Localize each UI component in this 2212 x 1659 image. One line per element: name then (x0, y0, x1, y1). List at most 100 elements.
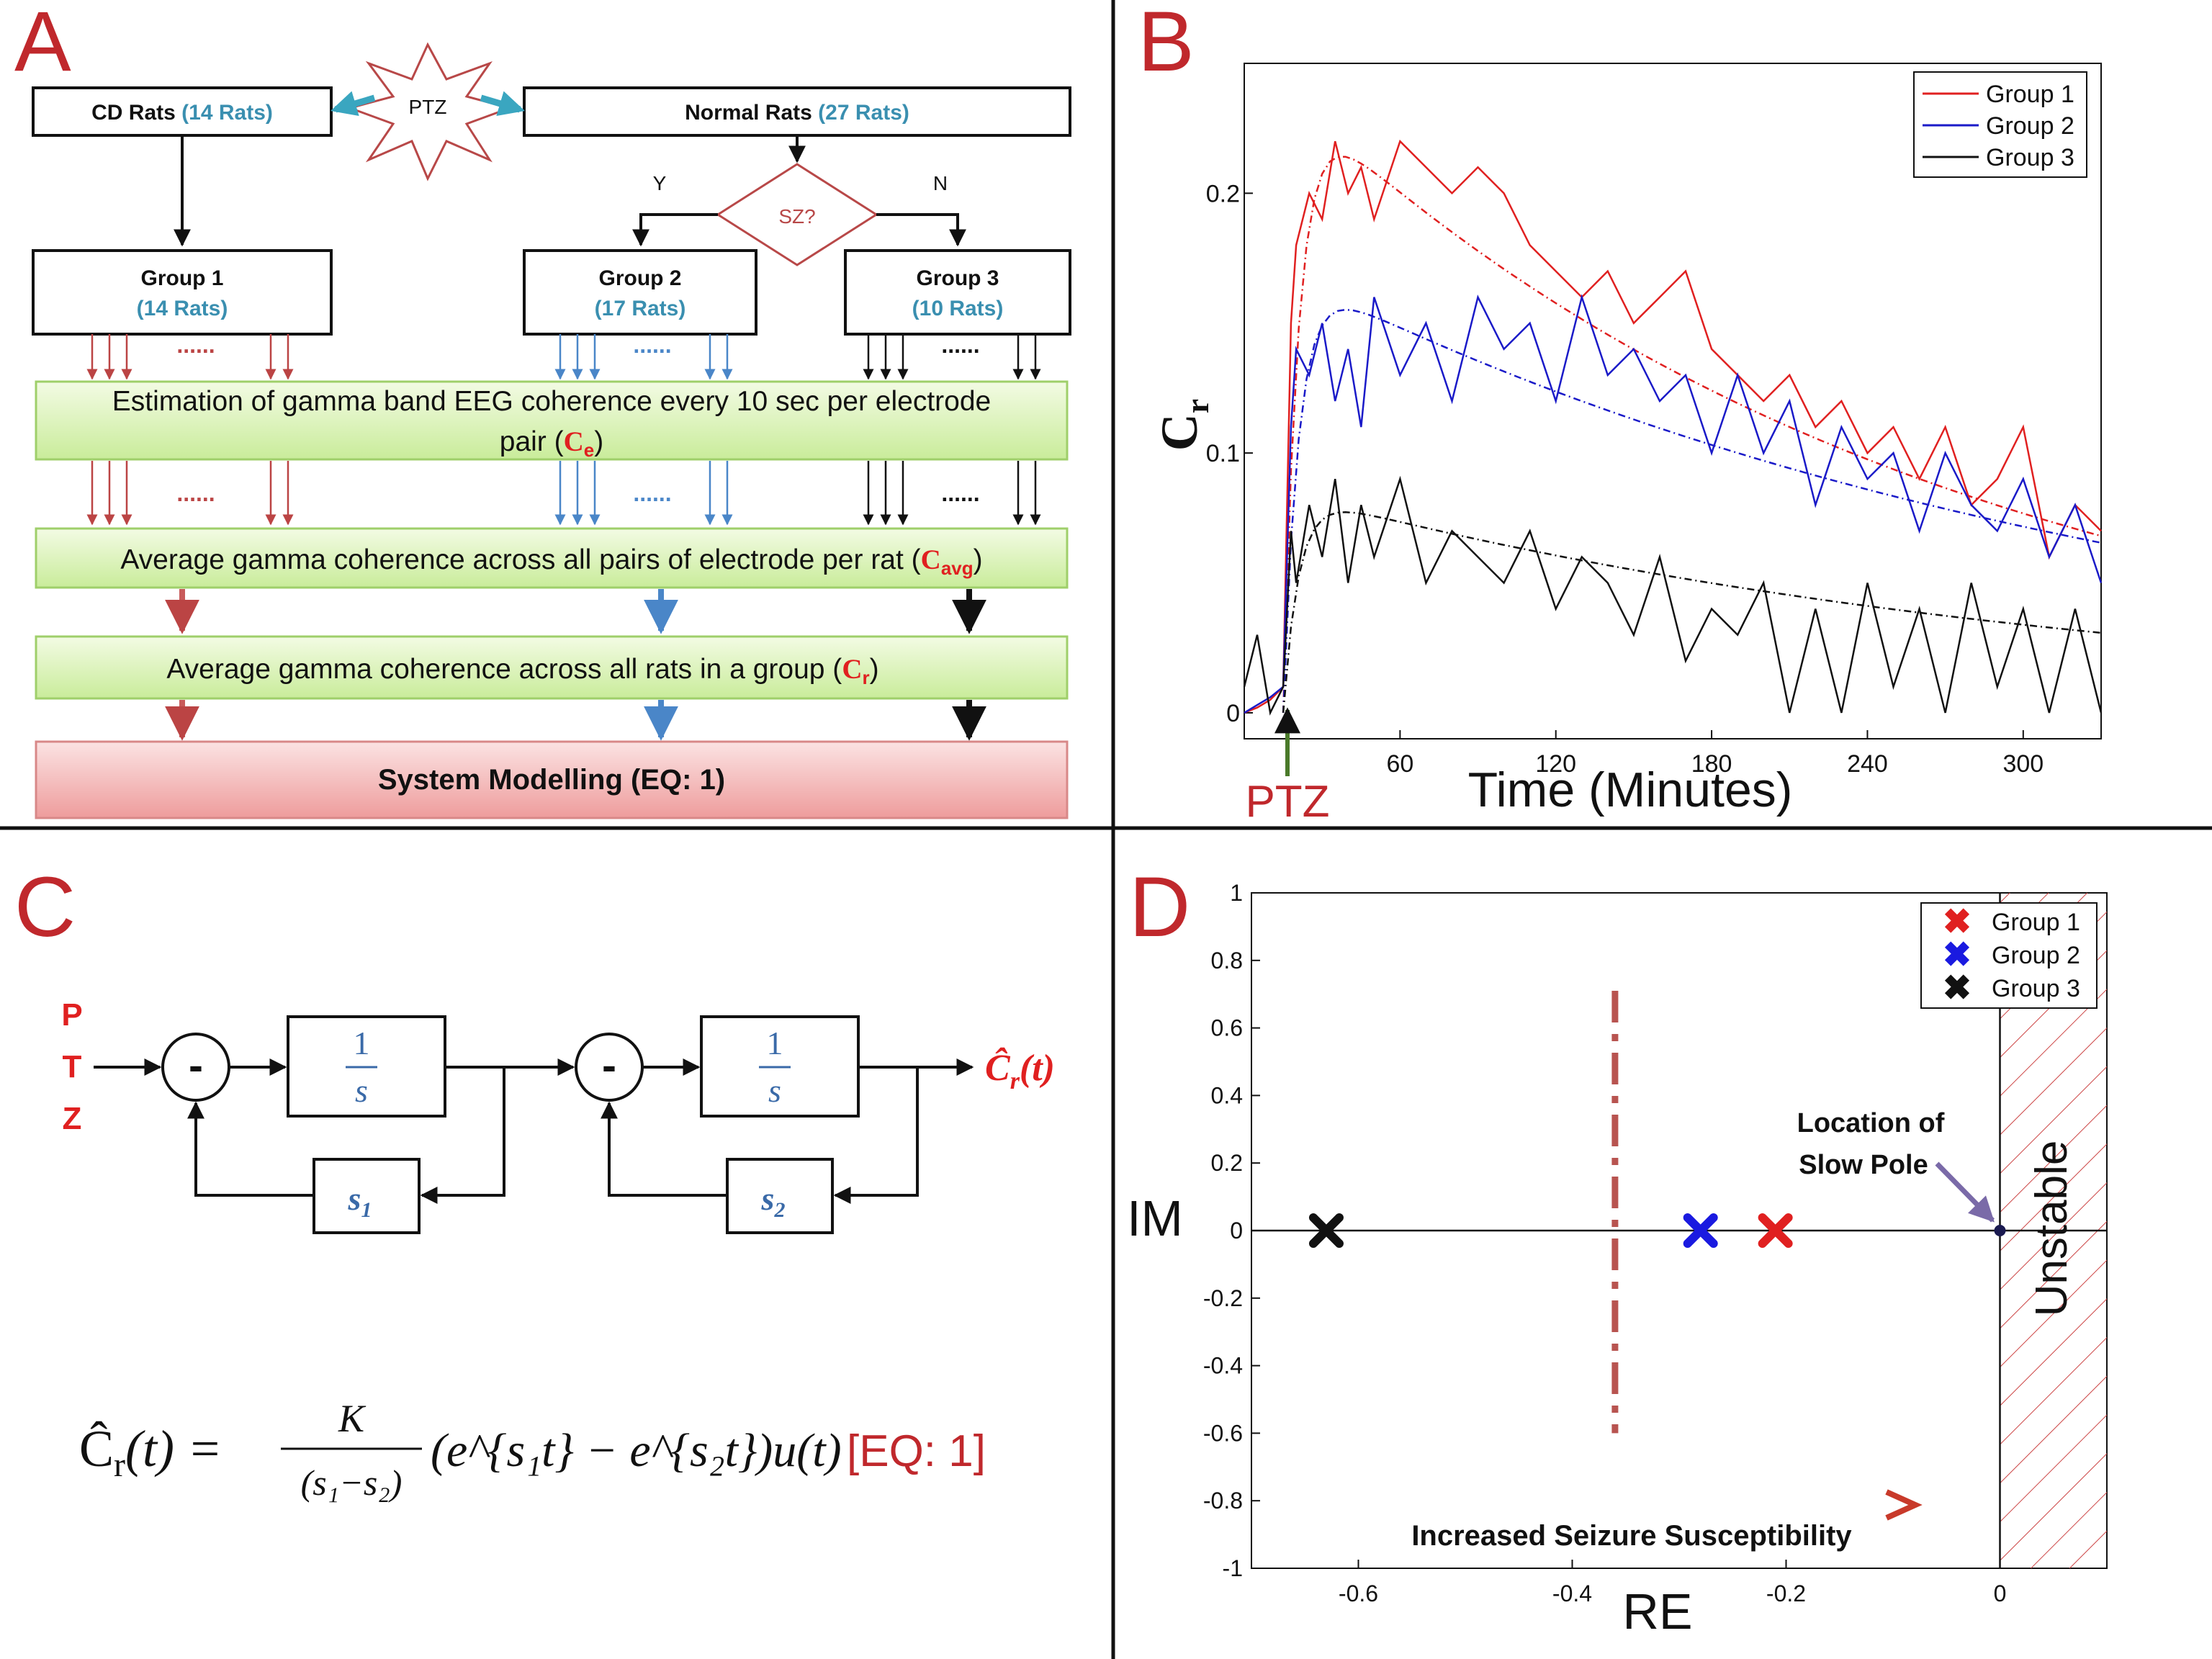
gain-s1-box (313, 1158, 421, 1234)
panel-a-label: A (14, 0, 71, 89)
integrator-2-num: 1 (767, 1025, 783, 1061)
chart-d-legend: ✖ Group 1 ✖ Group 2 ✖ Group 3 (1920, 902, 2098, 1009)
cd-rats-label: CD Rats (14 Rats) (91, 101, 273, 125)
feedback-2-return (601, 1101, 727, 1197)
legend-d-group3-marker: ✖ (1943, 969, 1972, 1007)
chart-b-ytick-label: 0 (1226, 700, 1240, 727)
group1-count: (14 Rats) (137, 297, 228, 320)
step2-box (35, 527, 1069, 589)
chart-d-ytick-label: 0.6 (1211, 1015, 1243, 1041)
group1-title: Group 1 (140, 266, 223, 290)
group2-box (523, 249, 757, 336)
chart-b-ptz-label: PTZ (1245, 777, 1329, 827)
feedback-2 (833, 1067, 919, 1204)
chart-d-ytick-label: 1 (1230, 880, 1243, 906)
chart-b-xtick-label: 240 (1847, 750, 1888, 778)
chart-d-ytick-label: -0.6 (1203, 1420, 1243, 1446)
input-letter-z: Z (63, 1101, 82, 1136)
summing-minus-2: - (602, 1041, 616, 1089)
chart-d-xtick-label: -0.4 (1552, 1581, 1592, 1606)
group3-title: Group 3 (916, 266, 999, 290)
dots-red-1: ...... (176, 332, 215, 358)
chart-d-ytick-label: -0.2 (1203, 1285, 1243, 1311)
chart-d-xtick-label: 0 (1994, 1581, 2007, 1606)
chart-b-xtick-label: 60 (1386, 750, 1413, 778)
arrow-bundle-row1 (86, 334, 1041, 380)
dots-black-1: ...... (941, 332, 979, 358)
susceptibility-arrowhead (1885, 1489, 1923, 1521)
slow-pole-label-2: Slow Pole (1799, 1150, 1928, 1180)
step3-box (35, 635, 1069, 700)
chart-d-xlabel: RE (1622, 1583, 1692, 1640)
chart-b-series-1 (1244, 139, 2102, 714)
sz-decision (716, 163, 878, 266)
legend-d-group2-marker: ✖ (1943, 936, 1972, 974)
no-label: N (933, 172, 948, 194)
chart-d-ytick-label: -1 (1223, 1555, 1243, 1581)
feedback-1-return (187, 1101, 314, 1197)
integrator-1-den: s (355, 1072, 368, 1109)
chart-b-xtick-label: 120 (1535, 750, 1576, 778)
ptz-arrow-right (480, 91, 525, 117)
chart-b-legend: Group 1 Group 2 Group 3 (1913, 71, 2087, 178)
dots-red-2: ...... (176, 480, 215, 506)
summing-minus-1: - (189, 1041, 203, 1089)
slow-pole-label-1: Location of (1797, 1108, 1945, 1138)
legend-d-group1: Group 1 (1992, 909, 2080, 936)
chart-b-ytick-label: 0.2 (1206, 180, 1240, 207)
group2-title: Group 2 (598, 266, 681, 290)
step4-label: System Modelling (EQ: 1) (378, 764, 725, 796)
integrator-1-num: 1 (354, 1025, 370, 1061)
panel-d-label: D (1129, 860, 1190, 955)
sz-label: SZ? (778, 205, 815, 228)
unstable-label: Unstable (2027, 1141, 2077, 1317)
panel-c-label: C (14, 860, 76, 955)
input-letter-t: T (63, 1049, 82, 1084)
legend-d-group3: Group 3 (1992, 975, 2080, 1002)
panel-a: A CD Rats (14 Rats) Normal Rats (27 Rats… (14, 0, 1071, 819)
integrator-2-den: s (768, 1072, 781, 1109)
chart-d-ylabel: IM (1127, 1190, 1183, 1246)
legend-b-group2: Group 2 (1986, 112, 2074, 140)
group3-count: (10 Rats) (912, 297, 1004, 320)
output-label: Ĉr(t) (985, 1047, 1055, 1094)
ptz-starburst (346, 42, 513, 181)
eq-tag: [EQ: 1] (847, 1426, 986, 1476)
input-letter-p: P (61, 997, 82, 1033)
sz-yes-arrow (632, 213, 718, 247)
chart-d-ytick-label: 0.4 (1211, 1082, 1243, 1108)
panel-c: C P T Z - 1 s s1 - 1 s s2 Ĉr(t) Ĉr(t) = (14, 860, 1055, 1503)
pole-marker-group-3 (1308, 1213, 1344, 1248)
step1-box (35, 380, 1069, 461)
dots-black-2: ...... (941, 480, 979, 506)
chart-d-ytick-label: 0.8 (1211, 948, 1243, 974)
equation: Ĉr(t) = K (s₁−s₂) (e^{s₁t} − e^{s₂t})u(t… (79, 1397, 986, 1503)
pole-marker-group-1 (1758, 1213, 1793, 1248)
chart-d-ytick-label: -0.8 (1203, 1488, 1243, 1514)
chart-b-xtick-label: 300 (2002, 750, 2044, 778)
chart-d-xtick-label: -0.6 (1339, 1581, 1378, 1606)
step3-label: Average gamma coherence across all rats … (166, 654, 878, 688)
pole-marker-group-2 (1683, 1213, 1718, 1248)
step4-box (35, 740, 1069, 819)
arrow-bundle-row2 (86, 461, 1041, 526)
dots-blue-2: ...... (633, 480, 671, 506)
chart-d-ytick-label: 0 (1230, 1218, 1243, 1244)
step1-line1: Estimation of gamma band EEG coherence e… (112, 386, 991, 417)
group1-box (32, 249, 333, 336)
legend-d-group2: Group 2 (1992, 942, 2080, 969)
slow-pole-dot (1994, 1225, 2006, 1236)
eq-numerator: K (338, 1397, 367, 1440)
step1-line2: pair (Ce) (500, 426, 604, 461)
chart-d-ytick-label: -0.4 (1203, 1353, 1243, 1379)
gain-s1-label: s1 (348, 1180, 372, 1222)
chart-b-xtick-label: 180 (1691, 750, 1732, 778)
normal-rats-box (523, 86, 1071, 137)
chart-b-xlabel: Time (Minutes) (1468, 763, 1793, 817)
ptz-arrow-left (331, 91, 376, 117)
sz-no-arrow (876, 213, 966, 247)
step2-label: Average gamma coherence across all pairs… (120, 544, 982, 579)
